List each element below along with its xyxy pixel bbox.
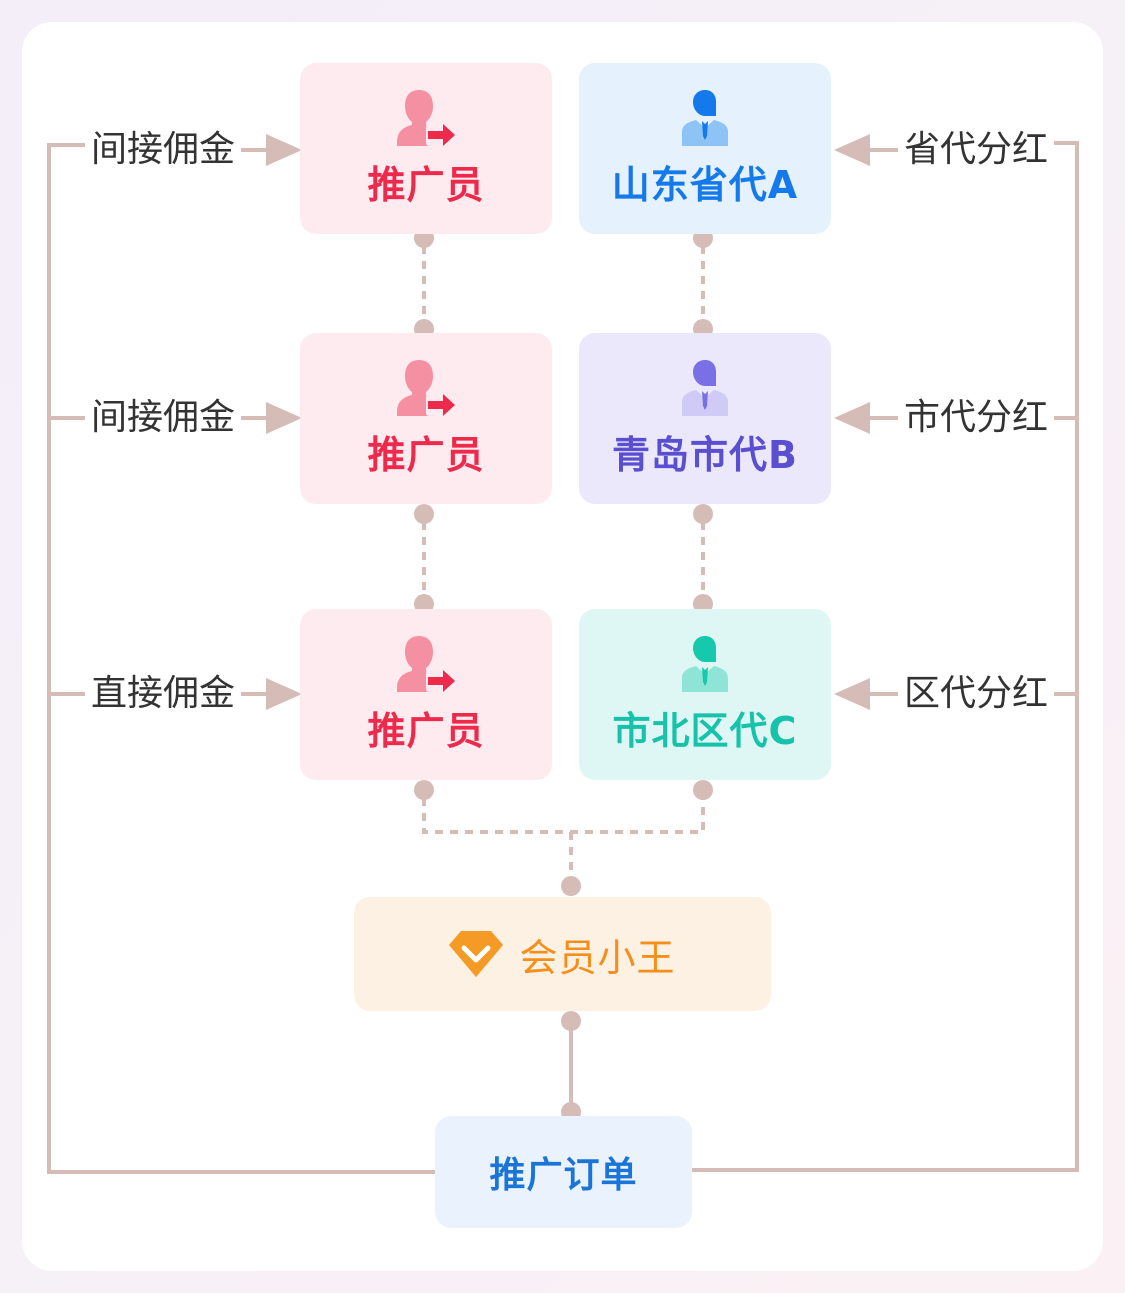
promoter-label: 推广员 xyxy=(367,709,485,753)
arrow-to-agent-b xyxy=(834,402,870,434)
promoter-node[interactable]: 推广员 xyxy=(300,333,552,504)
promoter-node[interactable]: 推广员 xyxy=(300,609,552,780)
district-agent-node[interactable]: 市北区代C xyxy=(579,609,831,780)
district-agent-label: 市北区代C xyxy=(612,709,798,753)
user-arrow-icon xyxy=(395,634,457,696)
city-dividend-label: 市代分红 xyxy=(898,396,1055,440)
promoter-label: 推广员 xyxy=(367,433,485,477)
arrow-to-promoter-1 xyxy=(266,134,302,166)
agent-suit-icon xyxy=(674,88,736,150)
diagram-panel xyxy=(22,22,1103,1271)
direct-commission-label: 直接佣金 xyxy=(85,672,242,716)
district-dividend-label: 区代分红 xyxy=(898,672,1055,716)
arrow-to-agent-c xyxy=(834,678,870,710)
member-node[interactable]: 会员小王 xyxy=(354,897,771,1011)
promotion-order-label: 推广订单 xyxy=(489,1155,638,1196)
indirect-commission-label: 间接佣金 xyxy=(85,128,242,172)
indirect-commission-label: 间接佣金 xyxy=(85,396,242,440)
province-agent-label: 山东省代A xyxy=(611,163,799,207)
user-arrow-icon xyxy=(395,358,457,420)
arrow-to-agent-a xyxy=(834,134,870,166)
promotion-order-node[interactable]: 推广订单 xyxy=(435,1116,692,1228)
promoter-label: 推广员 xyxy=(367,163,485,207)
city-agent-label: 青岛市代B xyxy=(612,433,798,477)
agent-suit-icon xyxy=(674,358,736,420)
province-agent-node[interactable]: 山东省代A xyxy=(579,63,831,234)
right-dividend-line xyxy=(692,141,1079,1172)
promoter-node[interactable]: 推广员 xyxy=(300,63,552,234)
arrow-to-promoter-2 xyxy=(266,402,302,434)
province-dividend-label: 省代分红 xyxy=(898,128,1055,172)
city-agent-node[interactable]: 青岛市代B xyxy=(579,333,831,504)
arrow-to-promoter-3 xyxy=(266,678,302,710)
member-label: 会员小王 xyxy=(519,935,676,980)
diamond-badge-icon xyxy=(449,929,504,979)
left-commission-line xyxy=(47,143,435,1174)
user-arrow-icon xyxy=(395,88,457,150)
agent-suit-icon xyxy=(674,634,736,696)
